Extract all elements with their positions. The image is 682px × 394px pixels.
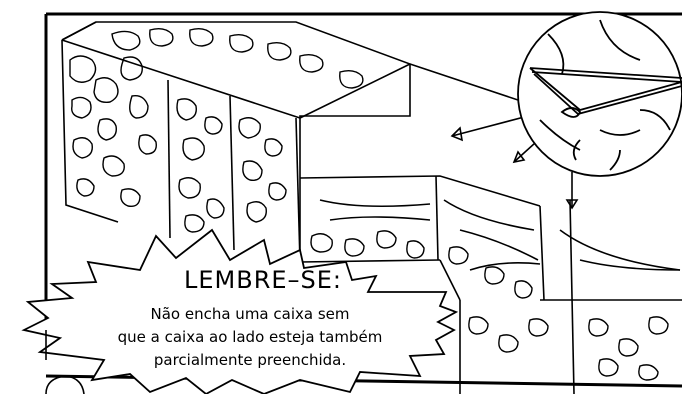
callout-burst xyxy=(21,228,459,394)
gabion-steps xyxy=(299,63,682,394)
stones-steps xyxy=(310,230,669,381)
gabion-box-tall xyxy=(61,21,411,263)
bottom-left-fragments xyxy=(45,330,85,394)
callout-title: LEMBRE–SE: xyxy=(183,266,343,294)
callout-line-2: que a caixa ao lado esteja também xyxy=(117,328,383,346)
magnified-detail xyxy=(517,11,682,177)
callout-line-1: Não encha uma caixa sem xyxy=(150,305,350,323)
stones-tall-box xyxy=(69,27,364,233)
callout-line-3: parcialmente preenchida. xyxy=(153,351,347,369)
